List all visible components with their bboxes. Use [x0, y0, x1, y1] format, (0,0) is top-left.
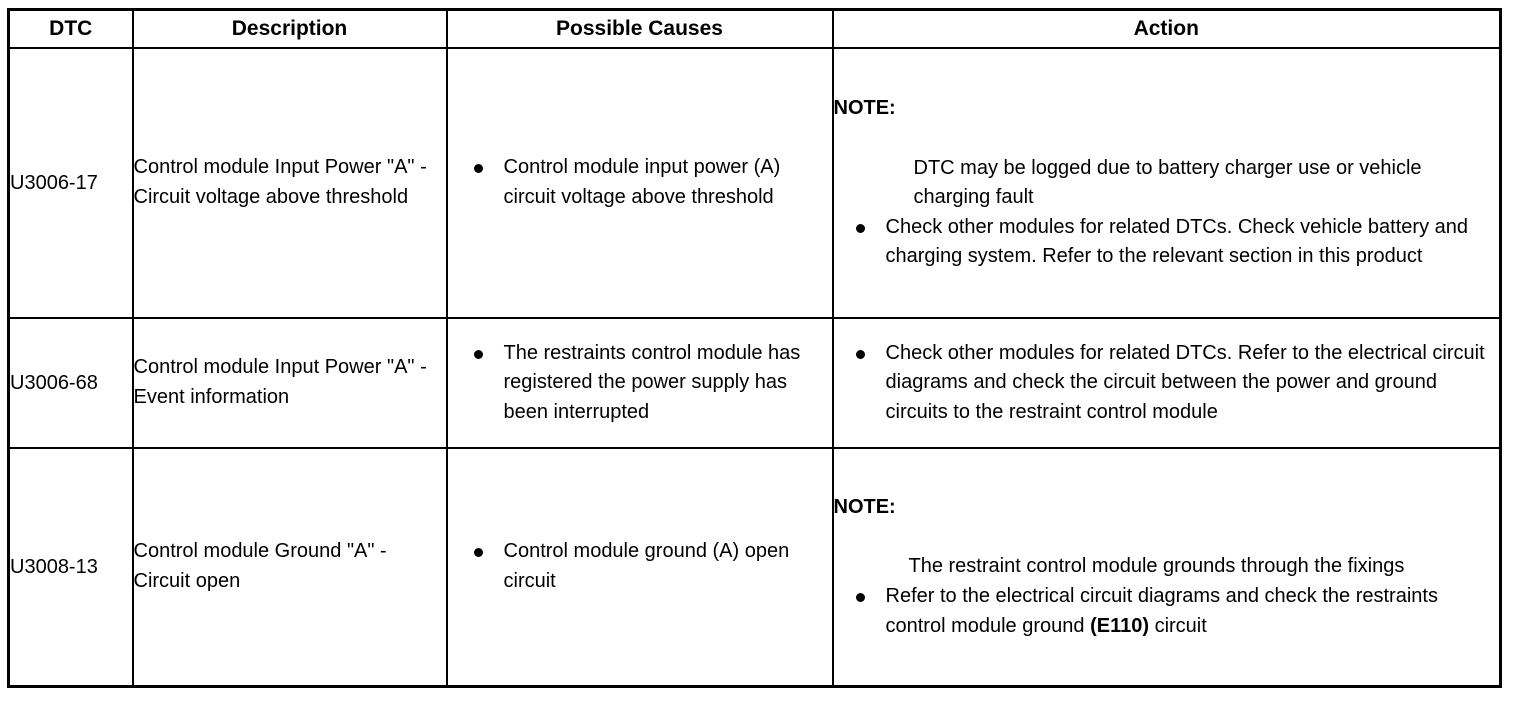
note-label: NOTE:: [833, 495, 896, 518]
cell-possible-causes: The restraints control module has regist…: [445, 317, 834, 449]
column-header-description: Description: [131, 8, 448, 49]
action-content: Check other modules for related DTCs. Re…: [834, 339, 1500, 428]
cell-dtc: U3006-17: [7, 47, 134, 319]
note-body: The restraint control module grounds thr…: [908, 555, 1405, 578]
table-header-row: DTC Description Possible Causes Action: [7, 8, 1502, 49]
action-list: Check other modules for related DTCs. Re…: [834, 339, 1500, 428]
list-item: Check other modules for related DTCs. Re…: [834, 339, 1500, 428]
column-header-possible-causes: Possible Causes: [445, 8, 834, 49]
cell-dtc: U3008-13: [7, 447, 134, 688]
possible-causes-list: The restraints control module has regist…: [448, 339, 832, 428]
table-body: U3006-17 Control module Input Power "A" …: [7, 47, 1502, 688]
table-row: U3008-13 Control module Ground "A" - Cir…: [7, 447, 1502, 688]
cell-action: NOTE: The restraint control module groun…: [831, 447, 1502, 688]
possible-causes-list: Control module input power (A) circuit v…: [448, 153, 832, 212]
action-content: NOTE: The restraint control module groun…: [834, 493, 1500, 641]
cell-action: NOTE: DTC may be logged due to battery c…: [831, 47, 1502, 319]
cell-possible-causes: Control module ground (A) open circuit: [445, 447, 834, 688]
cell-possible-causes: Control module input power (A) circuit v…: [445, 47, 834, 319]
bullet-icon: [855, 349, 865, 359]
bullet-icon: [473, 349, 483, 359]
list-item: Control module ground (A) open circuit: [448, 537, 832, 596]
bullet-icon: [855, 593, 865, 602]
action-list: Refer to the electrical circuit diagrams…: [834, 582, 1500, 641]
action-list: Check other modules for related DTCs. Ch…: [834, 213, 1500, 272]
list-item-text: Check other modules for related DTCs. Re…: [885, 341, 1485, 423]
list-item-text: Control module ground (A) open circuit: [503, 540, 790, 592]
table-header: DTC Description Possible Causes Action: [7, 8, 1502, 49]
list-item-text: The restraints control module has regist…: [503, 341, 801, 423]
list-item: Refer to the electrical circuit diagrams…: [834, 582, 1500, 641]
note-block: NOTE: DTC may be logged due to battery c…: [834, 94, 1500, 213]
action-content: NOTE: DTC may be logged due to battery c…: [834, 94, 1500, 272]
table-row: U3006-17 Control module Input Power "A" …: [7, 47, 1502, 319]
possible-causes-list: Control module ground (A) open circuit: [448, 537, 832, 596]
list-item-text: Control module input power (A) circuit v…: [503, 156, 781, 208]
list-item: Check other modules for related DTCs. Ch…: [834, 213, 1500, 272]
list-item-text: Refer to the electrical circuit diagrams…: [885, 585, 1438, 637]
note-block: NOTE: The restraint control module groun…: [834, 493, 1500, 582]
note-label: NOTE:: [833, 97, 896, 120]
table-row: U3006-68 Control module Input Power "A" …: [7, 317, 1502, 449]
bullet-icon: [473, 548, 483, 558]
column-header-action: Action: [831, 8, 1502, 49]
cell-description: Control module Input Power "A" - Circuit…: [131, 47, 448, 319]
note-body: DTC may be logged due to battery charger…: [913, 156, 1422, 209]
cell-description: Control module Ground "A" - Circuit open: [131, 447, 448, 688]
list-item-text: Check other modules for related DTCs. Ch…: [885, 215, 1469, 268]
cell-description: Control module Input Power "A" - Event i…: [131, 317, 448, 449]
column-header-dtc: DTC: [7, 8, 134, 49]
cell-dtc: U3006-68: [7, 317, 134, 449]
cell-action: Check other modules for related DTCs. Re…: [831, 317, 1502, 449]
bullet-icon: [473, 164, 483, 174]
list-item: Control module input power (A) circuit v…: [448, 153, 832, 212]
list-item: The restraints control module has regist…: [448, 339, 832, 428]
dtc-table: DTC Description Possible Causes Action U…: [7, 8, 1502, 688]
bullet-icon: [855, 223, 865, 233]
